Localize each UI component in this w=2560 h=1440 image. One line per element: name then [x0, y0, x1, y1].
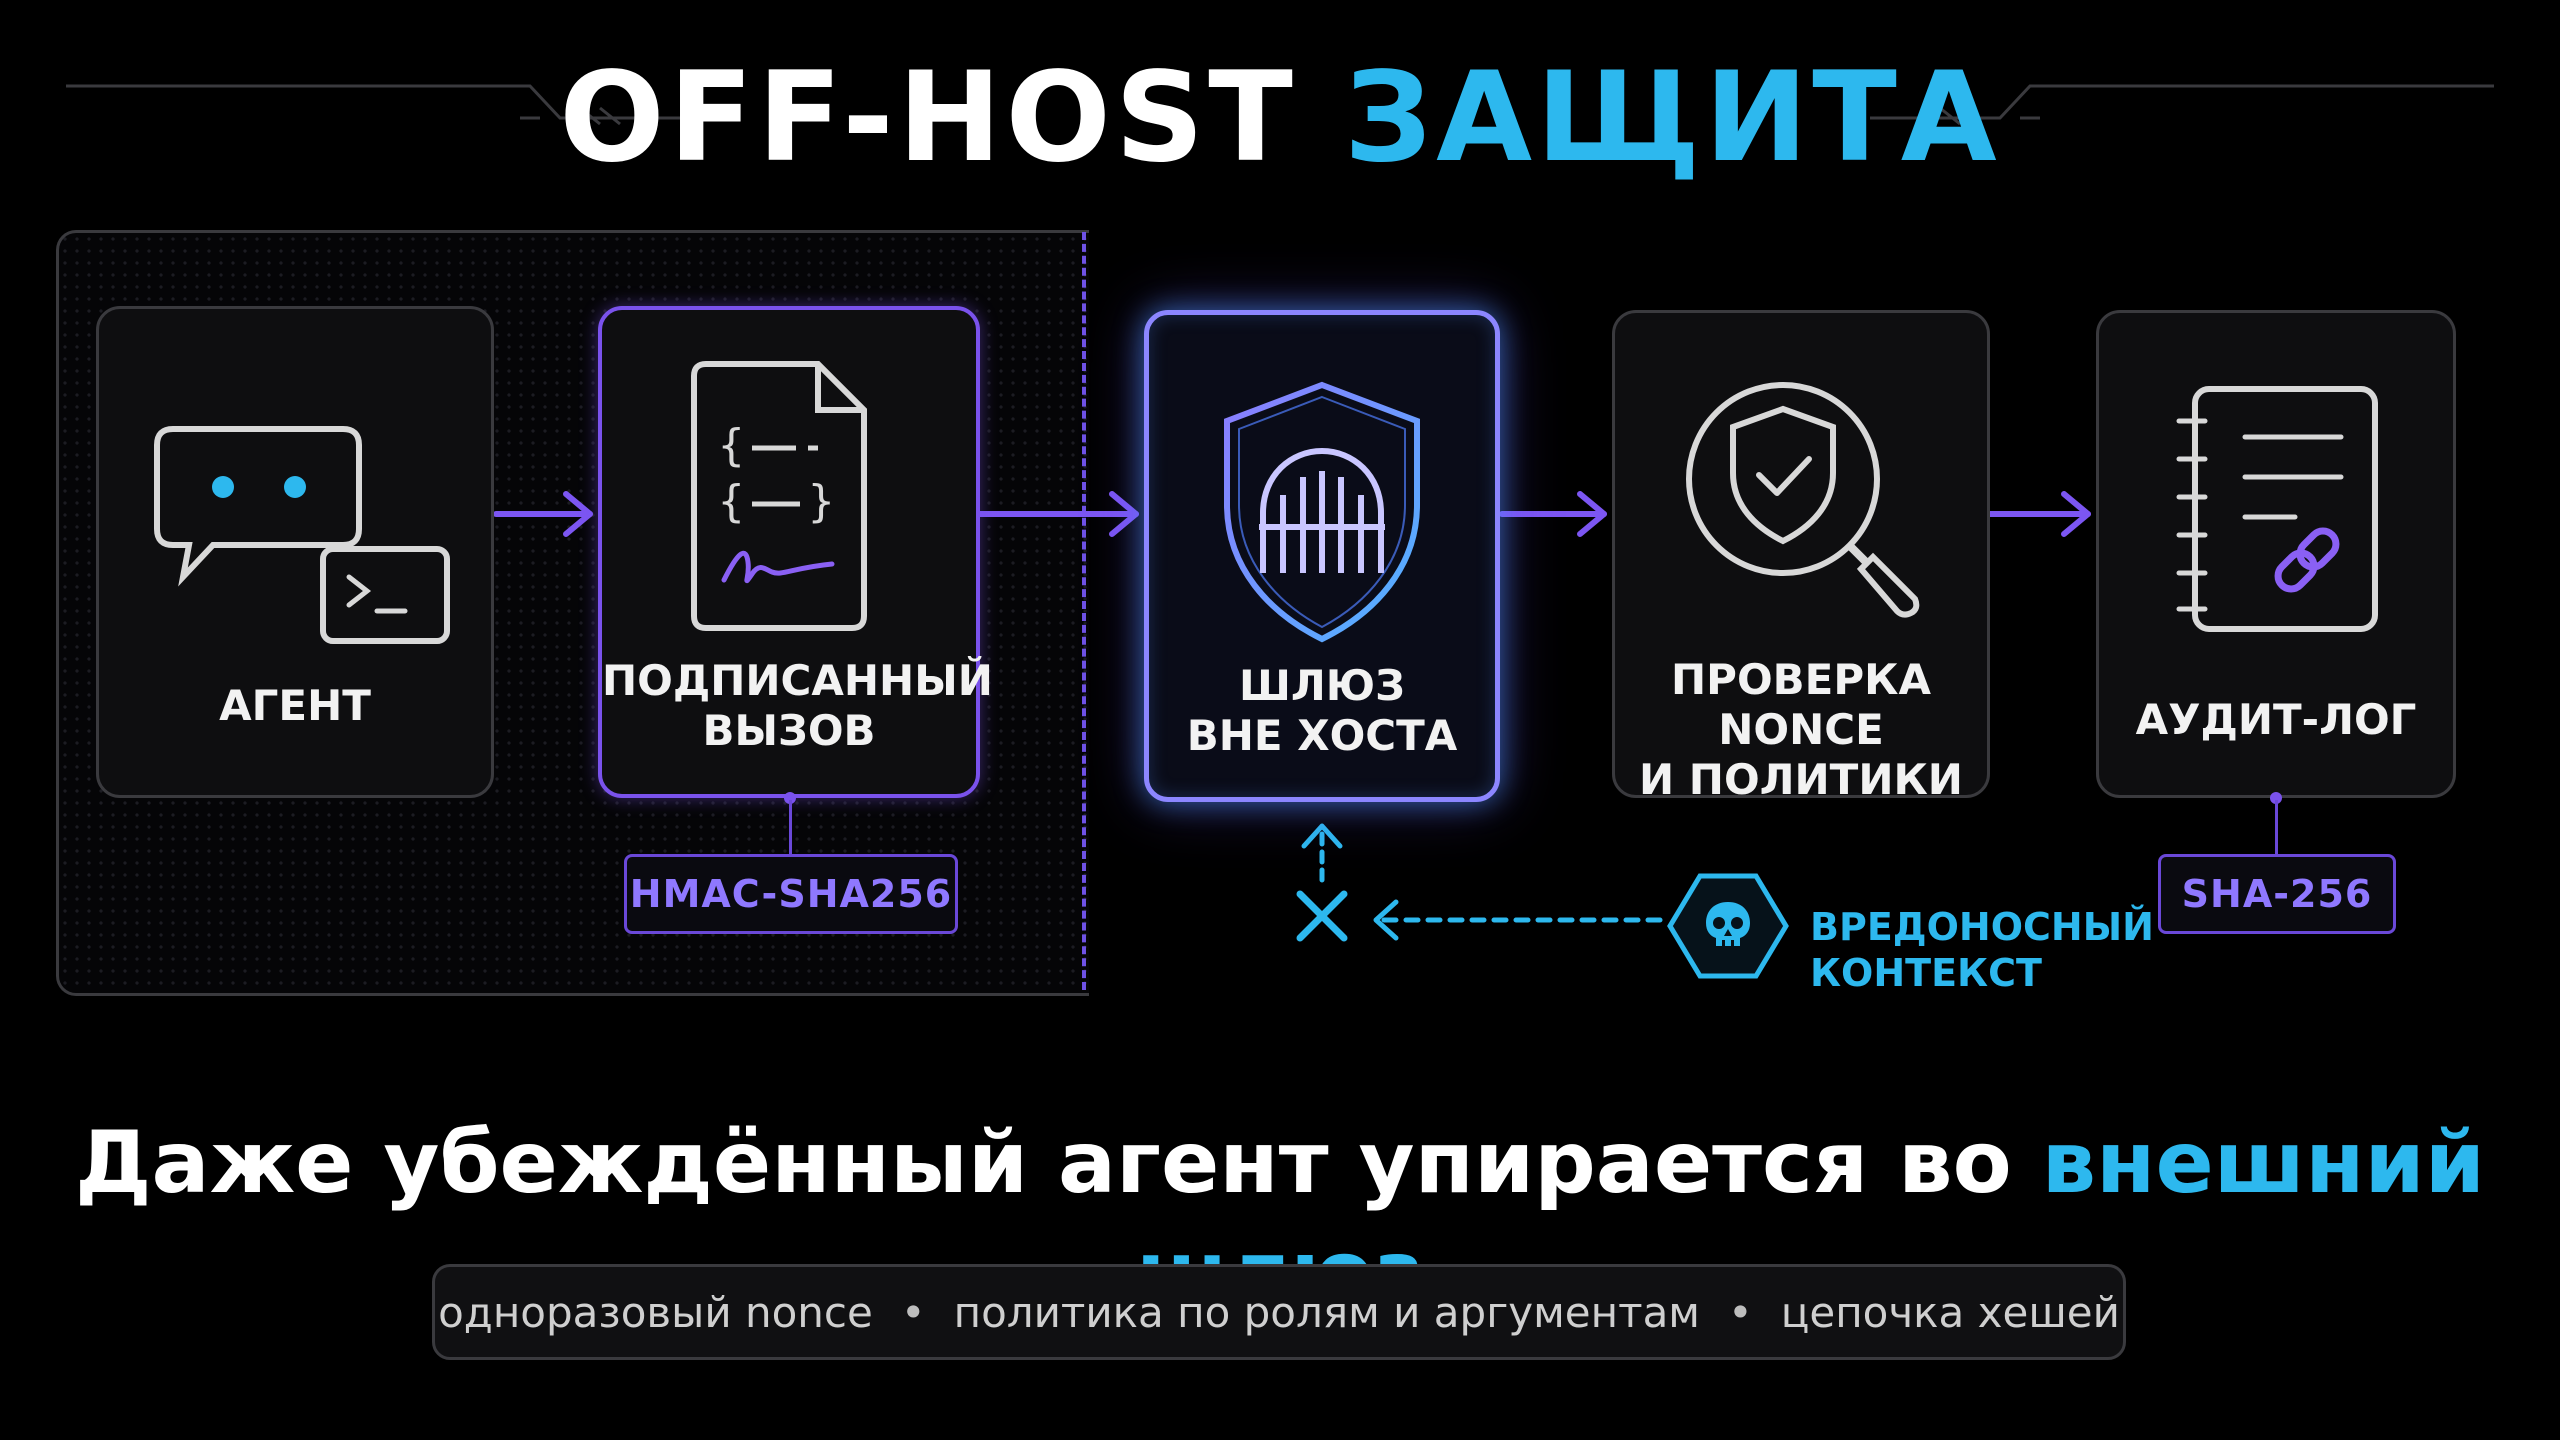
- sha256-tag: SHA-256: [2158, 854, 2396, 934]
- audit-tag-dot: [2270, 792, 2282, 804]
- svg-text:{: {: [718, 476, 745, 527]
- audit-tag-stem: [2275, 800, 2278, 854]
- gateway-label: ШЛЮЗ ВНЕ ХОСТА: [1186, 661, 1458, 760]
- shield-gate-icon: [1207, 377, 1437, 647]
- signed-call-card[interactable]: { { } ПОДПИСАННЫЙ ВЫЗОВ: [598, 306, 993, 798]
- subtitle-main: Даже убеждённый агент упирается во: [74, 1113, 2012, 1213]
- signed-tag-dot: [784, 792, 796, 804]
- nonce-check-label: ПРОВЕРКА NONCE И ПОЛИТИКИ: [1639, 655, 1963, 804]
- svg-text:{: {: [718, 420, 745, 471]
- skull-icon: [1706, 902, 1750, 946]
- magnifier-shield-icon: [1677, 373, 1927, 623]
- agent-label: АГЕНТ: [219, 681, 371, 730]
- svg-text:}: }: [808, 476, 835, 527]
- features-pill: одноразовый nonce • политика по ролям и …: [432, 1264, 2126, 1360]
- chatbot-terminal-icon: [153, 419, 453, 659]
- title-part-1: OFF-HOST: [559, 46, 1297, 190]
- page-title: OFF-HOST ЗАЩИТА: [0, 48, 2560, 188]
- malicious-context-label: ВРЕДОНОСНЫЙ КОНТЕКСТ: [1810, 905, 2154, 995]
- feature-item: цепочка хешей: [1780, 1287, 2120, 1337]
- audit-log-card[interactable]: АУДИТ-ЛОГ: [2096, 310, 2456, 798]
- gateway-card[interactable]: ШЛЮЗ ВНЕ ХОСТА: [1144, 310, 1500, 802]
- agent-card[interactable]: АГЕНТ: [96, 306, 494, 798]
- subtitle: Даже убеждённый агент упирается во внешн…: [0, 1108, 2560, 1328]
- audit-log-label: АУДИТ-ЛОГ: [2135, 695, 2417, 744]
- title-decoration: [66, 84, 2494, 126]
- host-boundary: [1082, 232, 1086, 990]
- nonce-check-card[interactable]: ПРОВЕРКА NONCE И ПОЛИТИКИ: [1612, 310, 1990, 804]
- signed-call-label: ПОДПИСАННЫЙ ВЫЗОВ: [602, 656, 993, 755]
- signed-tag-stem: [789, 800, 792, 854]
- feature-item: одноразовый nonce: [438, 1287, 873, 1337]
- signed-document-icon: { { }: [682, 356, 882, 636]
- feature-item: политика по ролям и аргументам: [953, 1287, 1700, 1337]
- hmac-tag: HMAC-SHA256: [624, 854, 958, 934]
- feature-separator: •: [900, 1287, 926, 1337]
- logbook-chain-icon: [2165, 383, 2385, 643]
- title-part-2: ЗАЩИТА: [1343, 46, 2001, 190]
- feature-separator: •: [1728, 1287, 1753, 1337]
